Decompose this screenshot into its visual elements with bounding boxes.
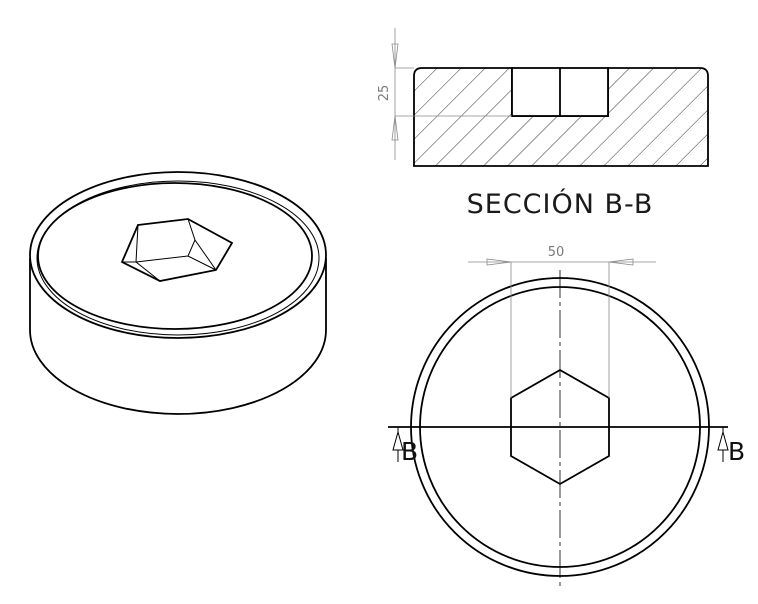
section-label-right: B xyxy=(728,437,745,466)
section-view: 25 SECCIÓN B-B xyxy=(377,28,709,220)
iso-outer-rim xyxy=(29,171,327,339)
iso-cylinder-side xyxy=(29,258,327,415)
section-arrow-right: B xyxy=(717,427,745,466)
iso-chamfer-edge xyxy=(36,180,320,336)
width-dimension: 50 xyxy=(468,245,656,398)
section-title: SECCIÓN B-B xyxy=(467,188,654,220)
iso-hex-socket-inner xyxy=(122,218,217,282)
depth-dimension: 25 xyxy=(377,28,512,160)
front-view: 50 B B xyxy=(388,245,745,590)
iso-hex-socket xyxy=(120,218,234,282)
iso-top-face xyxy=(37,182,313,330)
isometric-view xyxy=(29,171,327,415)
depth-dimension-value: 25 xyxy=(377,85,392,102)
section-label-left: B xyxy=(401,437,418,466)
width-dimension-value: 50 xyxy=(548,245,565,260)
section-arrow-left: B xyxy=(392,427,418,466)
